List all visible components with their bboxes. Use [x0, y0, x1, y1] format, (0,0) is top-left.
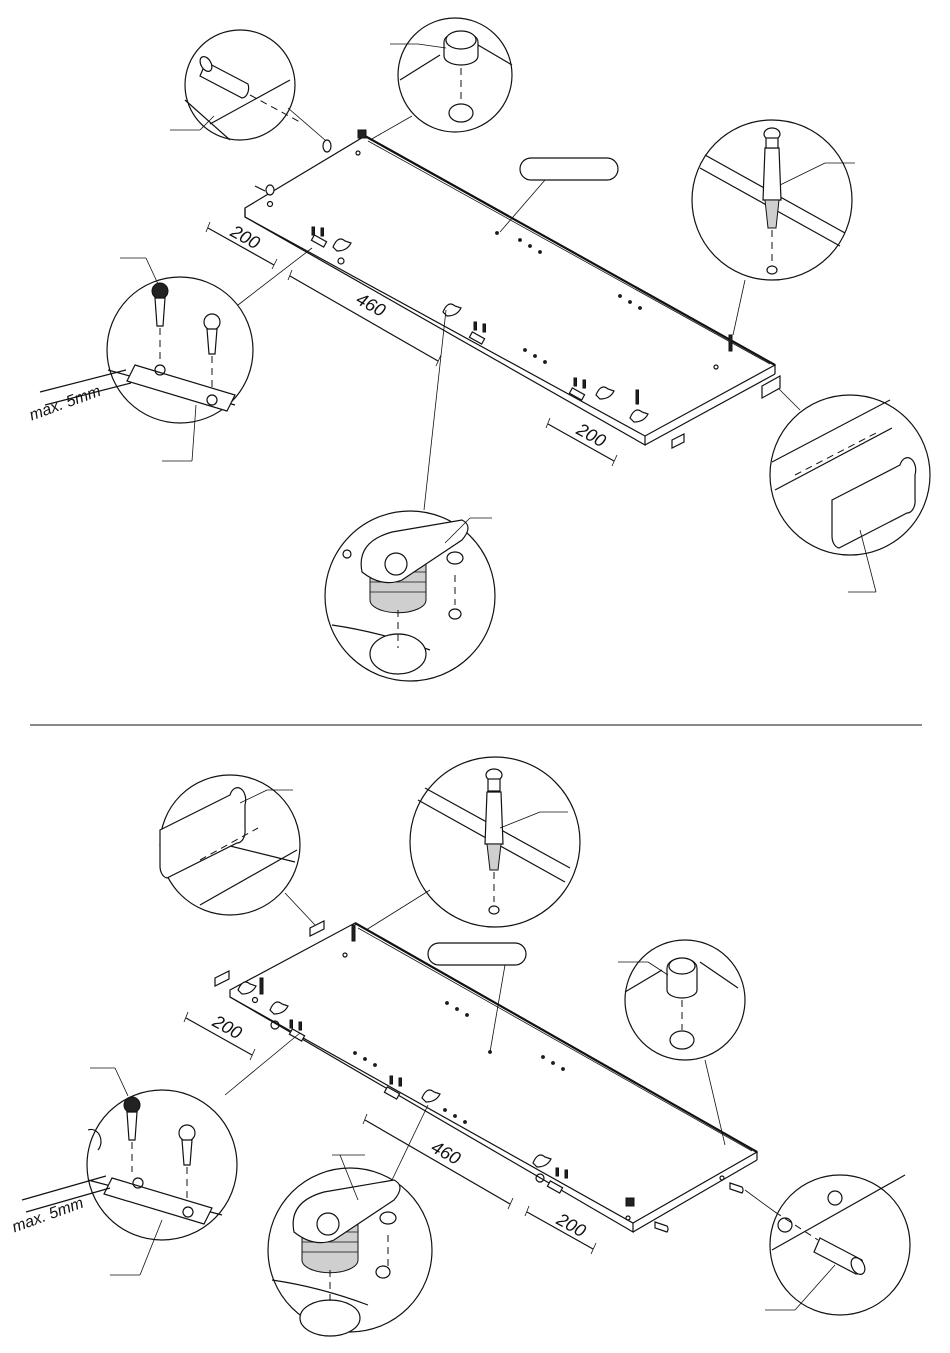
- bottom-dim-middle-label: 460: [428, 1137, 464, 1169]
- top-dim-200-right: 200: [546, 418, 617, 466]
- top-assembly: 200 460 200: [27, 18, 930, 681]
- top-label-plate: [520, 158, 618, 180]
- bottom-assembly: 200 460 200: [10, 757, 910, 1336]
- bottom-detail-screws-plate: max. 5mm: [10, 1033, 300, 1275]
- bottom-detail-edge-bracket: [160, 775, 315, 925]
- bottom-dim-200-left: 200: [184, 1011, 255, 1060]
- bottom-detail-bolt: [366, 757, 580, 930]
- bottom-detail-cam-lock: [268, 1105, 432, 1336]
- top-detail-cam-housing: [370, 18, 512, 140]
- bottom-bracket-top: [310, 921, 324, 936]
- bottom-dowel-corner: [730, 1183, 743, 1193]
- top-dim-middle-label: 460: [353, 289, 389, 321]
- top-detail-edge-bracket: [770, 385, 930, 592]
- bottom-label-plate: [428, 943, 526, 965]
- top-detail-screws-plate: max. 5mm: [27, 248, 312, 461]
- top-dim-right-label: 200: [572, 419, 609, 452]
- top-dim-left-label: 200: [226, 221, 263, 254]
- bottom-dowel-small: [655, 1222, 668, 1232]
- bottom-gap-label: max. 5mm: [10, 1195, 86, 1237]
- top-bracket: [672, 434, 684, 448]
- bottom-detail-dowel: [745, 1175, 910, 1315]
- bottom-dim-right-label: 200: [552, 1209, 589, 1242]
- bottom-bracket-left: [215, 971, 229, 986]
- top-detail-dowel: [170, 30, 325, 140]
- bottom-dim-200-right: 200: [525, 1206, 596, 1254]
- bottom-dim-left-label: 200: [208, 1011, 245, 1044]
- top-detail-cam-lock: [325, 310, 495, 681]
- top-gap-label: max. 5mm: [27, 383, 103, 425]
- top-detail-bolt: [692, 120, 855, 335]
